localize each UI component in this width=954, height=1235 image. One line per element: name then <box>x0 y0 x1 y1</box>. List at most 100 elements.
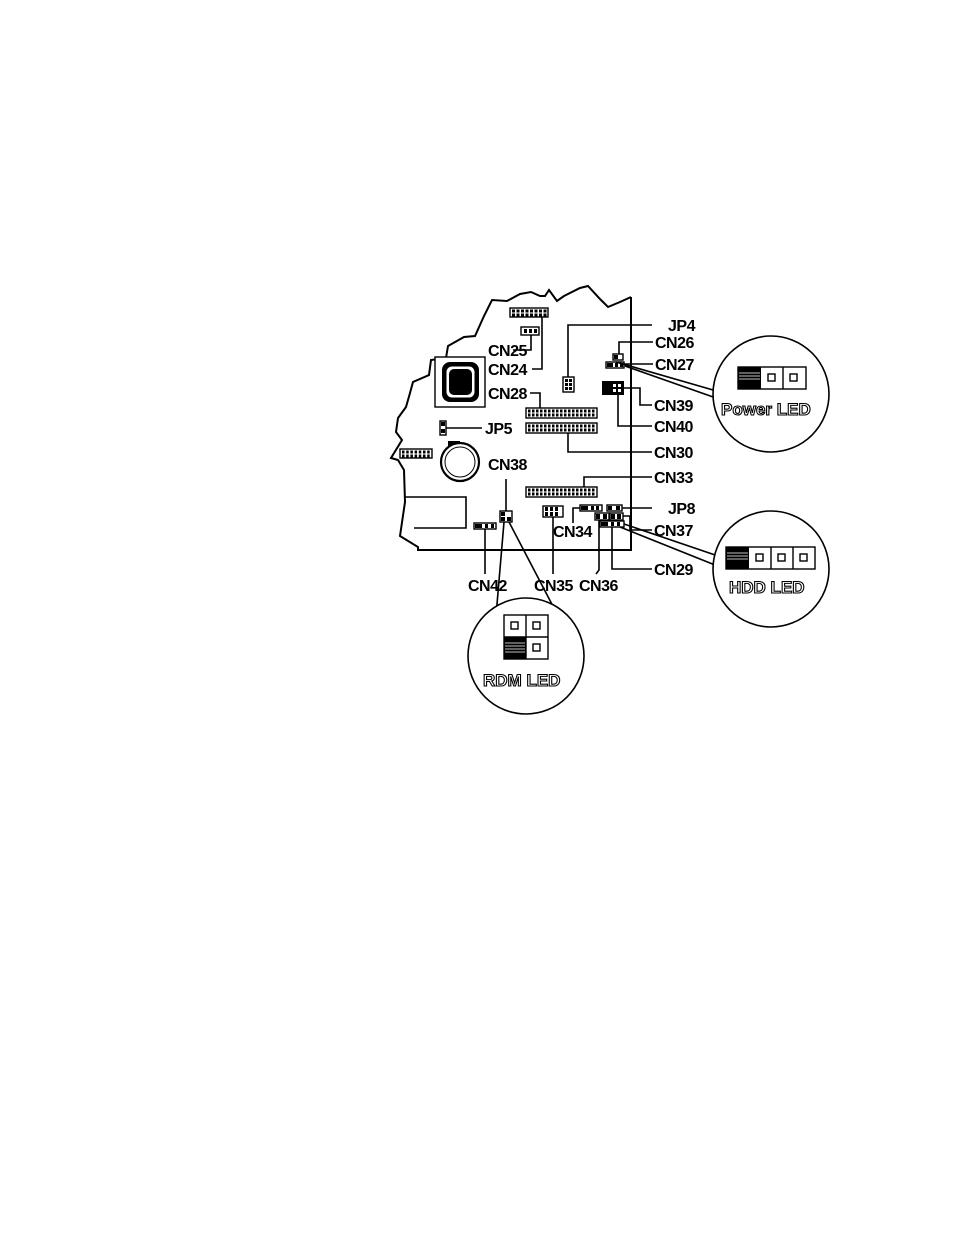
header-pin <box>419 451 422 454</box>
header-pin <box>556 425 559 428</box>
header-pin <box>532 493 535 496</box>
header-pin <box>535 310 538 313</box>
header-pin <box>584 414 587 417</box>
header-pin <box>530 314 533 317</box>
header-pin <box>544 493 547 496</box>
header-pin <box>588 410 591 413</box>
label-cn25: CN25 <box>488 343 528 360</box>
header-pin <box>560 414 563 417</box>
header-pin <box>588 429 591 432</box>
header-pin <box>540 414 543 417</box>
rdm-led-label: RDM LED <box>483 671 560 690</box>
header-pin <box>548 429 551 432</box>
header-pin <box>528 410 531 413</box>
header-pin <box>423 451 426 454</box>
cn39-cn40-connector <box>602 381 624 395</box>
header-pin <box>592 425 595 428</box>
label-cn33: CN33 <box>654 470 694 487</box>
header-pin <box>528 489 531 492</box>
header-pin <box>548 410 551 413</box>
label-cn40: CN40 <box>654 419 694 436</box>
header-pin <box>419 455 422 458</box>
header-pin <box>548 489 551 492</box>
processor-chip <box>435 357 485 407</box>
header-pin <box>572 493 575 496</box>
label-cn35: CN35 <box>534 578 574 595</box>
header-pin <box>588 425 591 428</box>
cn28-header <box>526 408 597 418</box>
header-pin <box>572 425 575 428</box>
label-cn28: CN28 <box>488 386 528 403</box>
header-pin <box>427 455 430 458</box>
header-pin <box>536 493 539 496</box>
cn35-connector <box>543 506 563 517</box>
header-pin <box>540 429 543 432</box>
header-pin <box>521 310 524 313</box>
header-pin <box>564 414 567 417</box>
cn30-header <box>526 423 597 433</box>
header-pin <box>584 493 587 496</box>
header-pin <box>588 489 591 492</box>
header-pin <box>528 425 531 428</box>
header-pin <box>584 425 587 428</box>
header-pin <box>539 314 542 317</box>
header-pin <box>556 493 559 496</box>
header-pin <box>521 314 524 317</box>
label-jp8: JP8 <box>668 501 696 518</box>
header-pin <box>540 493 543 496</box>
top-header-connector <box>510 308 548 317</box>
header-pin <box>560 425 563 428</box>
header-pin <box>572 489 575 492</box>
header-pin <box>552 410 555 413</box>
cn42-connector <box>474 523 496 529</box>
header-pin <box>592 410 595 413</box>
header-pin <box>536 414 539 417</box>
header-pin <box>517 310 520 313</box>
header-pin <box>584 489 587 492</box>
header-pin <box>535 314 538 317</box>
header-pin <box>512 310 515 313</box>
header-pin <box>548 425 551 428</box>
header-pin <box>415 451 418 454</box>
cn38-connector <box>500 511 512 522</box>
header-pin <box>512 314 515 317</box>
header-pin <box>580 410 583 413</box>
cn26-connector <box>613 354 623 360</box>
header-pin <box>532 425 535 428</box>
header-pin <box>560 410 563 413</box>
header-pin <box>406 451 409 454</box>
header-pin <box>552 489 555 492</box>
label-cn24: CN24 <box>488 362 528 379</box>
header-pin <box>536 489 539 492</box>
cn29-connector <box>600 521 624 527</box>
header-pin <box>548 493 551 496</box>
header-pin <box>568 425 571 428</box>
label-jp5: JP5 <box>485 421 513 438</box>
header-pin <box>592 414 595 417</box>
cn33-header <box>526 487 597 497</box>
header-pin <box>528 429 531 432</box>
header-pin <box>576 410 579 413</box>
header-pin <box>560 429 563 432</box>
cn37-connector <box>610 513 623 520</box>
header-pin <box>584 410 587 413</box>
label-cn29: CN29 <box>654 562 694 579</box>
header-pin <box>564 493 567 496</box>
header-pin <box>540 425 543 428</box>
header-pin <box>576 493 579 496</box>
header-pin <box>576 489 579 492</box>
header-pin <box>402 455 405 458</box>
header-pin <box>540 489 543 492</box>
jp8-jumper <box>607 505 622 511</box>
header-pin <box>588 414 591 417</box>
header-pin <box>410 451 413 454</box>
header-pin <box>526 314 529 317</box>
header-pin <box>580 425 583 428</box>
jp4-jumper <box>563 377 574 392</box>
header-pin <box>552 493 555 496</box>
header-pin <box>406 455 409 458</box>
header-pin <box>532 429 535 432</box>
header-pin <box>410 455 413 458</box>
header-pin <box>415 455 418 458</box>
header-pin <box>564 429 567 432</box>
